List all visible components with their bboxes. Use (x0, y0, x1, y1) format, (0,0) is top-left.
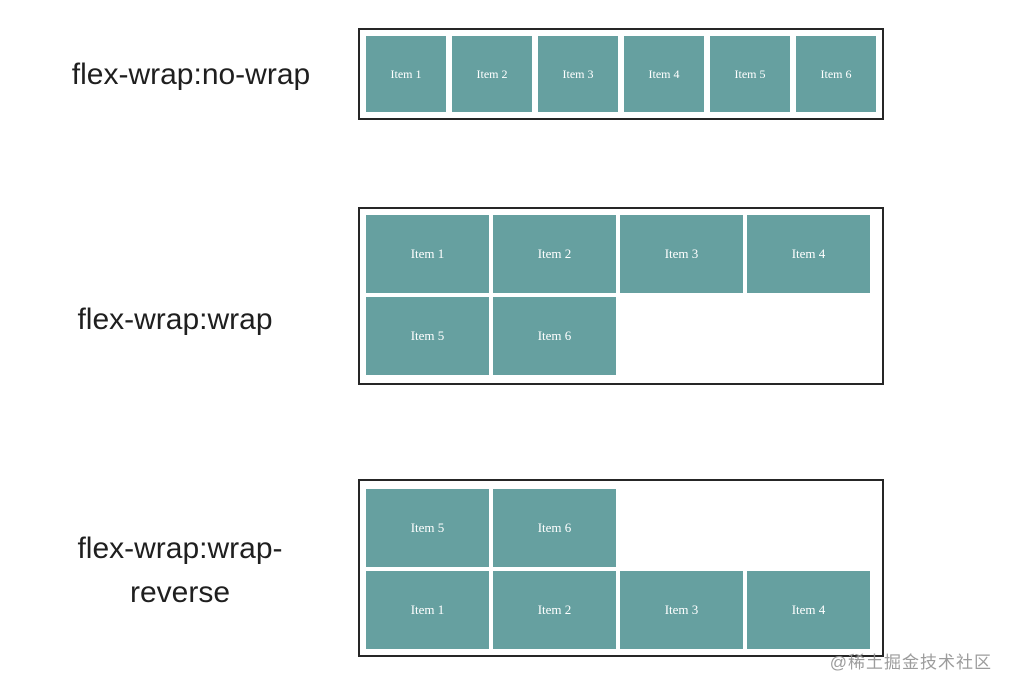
flex-item: Item 4 (747, 215, 870, 293)
section-label-nowrap: flex-wrap:no-wrap (71, 58, 311, 91)
flex-item: Item 5 (366, 489, 489, 567)
flex-item: Item 4 (747, 571, 870, 649)
flex-item: Item 6 (493, 489, 616, 567)
flex-item: Item 3 (538, 36, 618, 112)
section-label-wrap: flex-wrap:wrap (77, 303, 273, 336)
flex-item: Item 4 (624, 36, 704, 112)
flex-item: Item 2 (493, 215, 616, 293)
flex-item: Item 1 (366, 215, 489, 293)
flex-item: Item 2 (493, 571, 616, 649)
flex-item: Item 5 (366, 297, 489, 375)
flex-item: Item 1 (366, 571, 489, 649)
flex-item: Item 3 (620, 215, 743, 293)
flex-item: Item 6 (796, 36, 876, 112)
flex-item: Item 5 (710, 36, 790, 112)
flex-item: Item 1 (366, 36, 446, 112)
section-label-wrap-reverse: flex-wrap:wrap-reverse (77, 532, 283, 609)
flex-item: Item 3 (620, 571, 743, 649)
flex-item: Item 2 (452, 36, 532, 112)
watermark: @稀土掘金技术社区 (829, 653, 992, 672)
flex-item: Item 6 (493, 297, 616, 375)
